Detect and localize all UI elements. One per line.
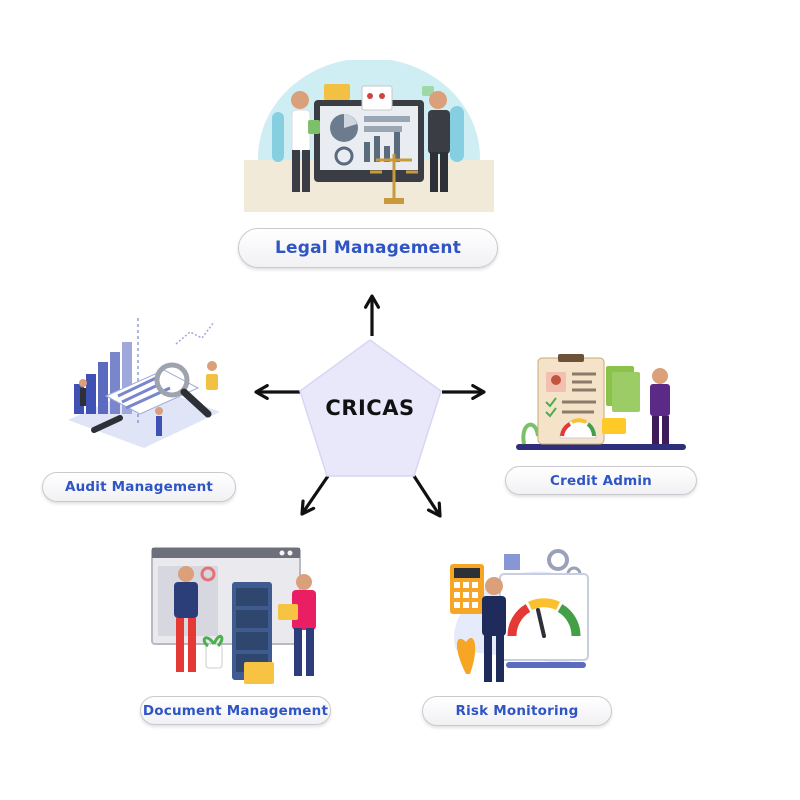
credit-admin-label[interactable]: Credit Admin <box>505 466 697 495</box>
risk-monitoring-illustration <box>450 549 589 682</box>
credit-admin-illustration <box>516 354 686 450</box>
risk-monitoring-label[interactable]: Risk Monitoring <box>422 696 612 726</box>
hub-label: CRICAS <box>325 396 415 420</box>
audit-management-label[interactable]: Audit Management <box>42 472 236 502</box>
document-management-label[interactable]: Document Management <box>140 696 331 725</box>
document-management-illustration <box>151 547 316 684</box>
arrow-to-risk <box>412 475 442 518</box>
audit-management-illustration <box>68 318 220 448</box>
hub-pentagon <box>299 339 442 477</box>
legal-management-illustration <box>244 60 494 212</box>
legal-management-label[interactable]: Legal Management <box>238 228 498 268</box>
arrow-to-document <box>300 475 330 516</box>
